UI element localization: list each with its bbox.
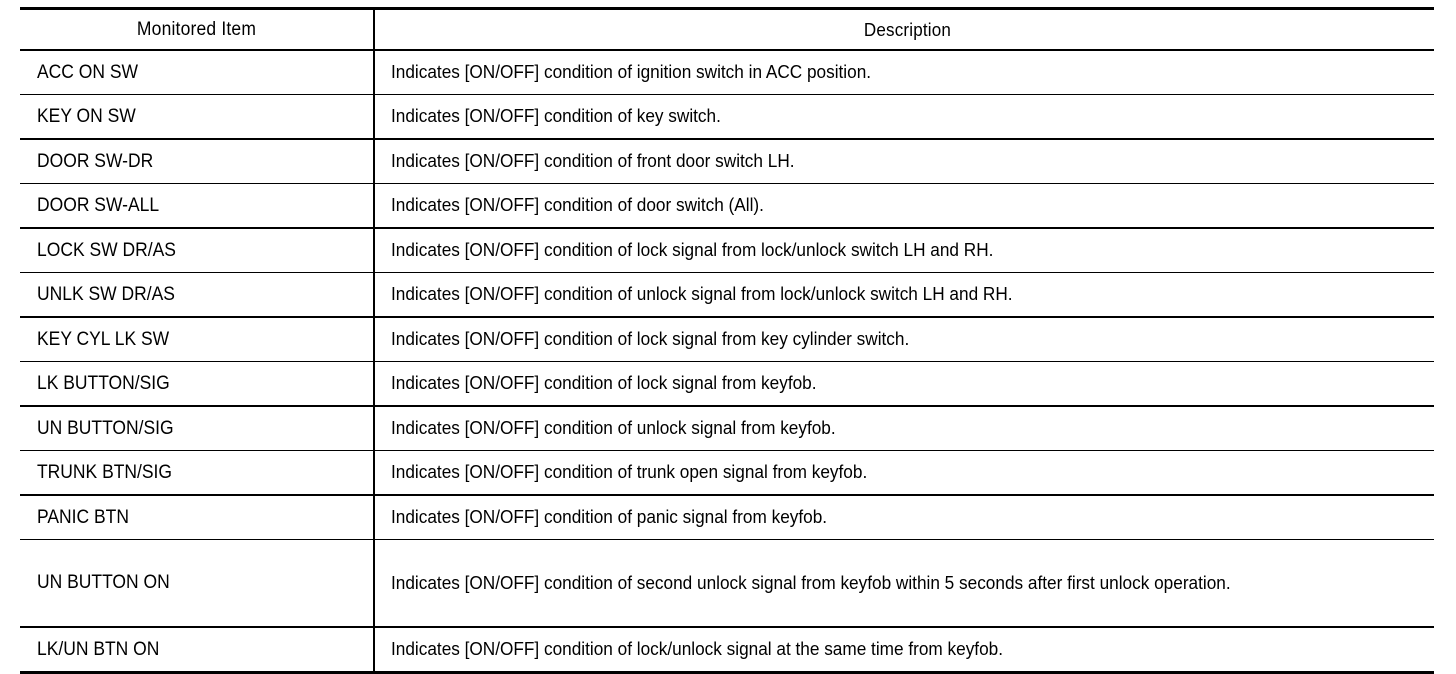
description-label: Indicates [ON/OFF] condition of lock sig… bbox=[391, 239, 994, 261]
monitored-item-label: UN BUTTON/SIG bbox=[37, 417, 174, 439]
cell-monitored-item: LK/UN BTN ON bbox=[20, 627, 374, 673]
monitored-item-label: DOOR SW-ALL bbox=[37, 194, 160, 216]
table-row: LK BUTTON/SIG Indicates [ON/OFF] conditi… bbox=[20, 361, 1434, 407]
cell-monitored-item: ACC ON SW bbox=[20, 50, 374, 95]
table-header-row: Monitored Item Description bbox=[20, 8, 1434, 51]
cell-description: Indicates [ON/OFF] condition of panic si… bbox=[373, 495, 1434, 540]
cell-description: Indicates [ON/OFF] condition of second u… bbox=[373, 539, 1434, 628]
cell-description: Indicates [ON/OFF] condition of lock sig… bbox=[373, 317, 1434, 362]
table-body: ACC ON SW Indicates [ON/OFF] condition o… bbox=[20, 50, 1434, 673]
monitored-item-label: DOOR SW-DR bbox=[37, 150, 154, 172]
cell-description: Indicates [ON/OFF] condition of door swi… bbox=[373, 183, 1434, 229]
description-label: Indicates [ON/OFF] condition of ignition… bbox=[391, 61, 872, 83]
table-row: DOOR SW-ALL Indicates [ON/OFF] condition… bbox=[20, 183, 1434, 229]
column-header-monitored-item: Monitored Item bbox=[20, 8, 374, 51]
description-label: Indicates [ON/OFF] condition of front do… bbox=[391, 150, 795, 172]
cell-description: Indicates [ON/OFF] condition of lock sig… bbox=[373, 228, 1434, 273]
description-label: Indicates [ON/OFF] condition of panic si… bbox=[391, 506, 828, 528]
cell-monitored-item: TRUNK BTN/SIG bbox=[20, 450, 374, 496]
monitored-item-label: ACC ON SW bbox=[37, 61, 138, 83]
table-header: Monitored Item Description bbox=[20, 8, 1434, 51]
monitored-item-table: Monitored Item Description ACC ON SW Ind… bbox=[20, 7, 1434, 674]
description-label: Indicates [ON/OFF] condition of unlock s… bbox=[391, 417, 836, 439]
cell-description: Indicates [ON/OFF] condition of lock/unl… bbox=[373, 627, 1434, 673]
table-row: UN BUTTON/SIG Indicates [ON/OFF] conditi… bbox=[20, 406, 1434, 451]
table-row: KEY CYL LK SW Indicates [ON/OFF] conditi… bbox=[20, 317, 1434, 362]
cell-monitored-item: PANIC BTN bbox=[20, 495, 374, 540]
description-label: Indicates [ON/OFF] condition of unlock s… bbox=[391, 283, 1013, 305]
cell-description: Indicates [ON/OFF] condition of key swit… bbox=[373, 94, 1434, 140]
table-row: LK/UN BTN ON Indicates [ON/OFF] conditio… bbox=[20, 627, 1434, 673]
description-label: Indicates [ON/OFF] condition of lock sig… bbox=[391, 328, 910, 350]
description-label: Indicates [ON/OFF] condition of trunk op… bbox=[391, 461, 868, 483]
cell-monitored-item: UN BUTTON ON bbox=[20, 539, 374, 628]
cell-monitored-item: DOOR SW-DR bbox=[20, 139, 374, 184]
cell-description: Indicates [ON/OFF] condition of lock sig… bbox=[373, 361, 1434, 407]
description-label: Indicates [ON/OFF] condition of door swi… bbox=[391, 194, 764, 216]
monitored-item-label: PANIC BTN bbox=[37, 506, 129, 528]
table-row: LOCK SW DR/AS Indicates [ON/OFF] conditi… bbox=[20, 228, 1434, 273]
cell-description: Indicates [ON/OFF] condition of trunk op… bbox=[373, 450, 1434, 496]
table-row: UNLK SW DR/AS Indicates [ON/OFF] conditi… bbox=[20, 272, 1434, 318]
monitored-item-label: KEY CYL LK SW bbox=[37, 328, 170, 350]
cell-monitored-item: KEY ON SW bbox=[20, 94, 374, 140]
table-row: KEY ON SW Indicates [ON/OFF] condition o… bbox=[20, 94, 1434, 140]
cell-monitored-item: UN BUTTON/SIG bbox=[20, 406, 374, 451]
monitored-item-label: UNLK SW DR/AS bbox=[37, 283, 175, 305]
cell-monitored-item: UNLK SW DR/AS bbox=[20, 272, 374, 318]
monitored-item-label: LK BUTTON/SIG bbox=[37, 372, 170, 394]
table-row: UN BUTTON ON Indicates [ON/OFF] conditio… bbox=[20, 539, 1434, 628]
table-row: DOOR SW-DR Indicates [ON/OFF] condition … bbox=[20, 139, 1434, 184]
cell-description: Indicates [ON/OFF] condition of ignition… bbox=[373, 50, 1434, 95]
cell-description: Indicates [ON/OFF] condition of front do… bbox=[373, 139, 1434, 184]
cell-description: Indicates [ON/OFF] condition of unlock s… bbox=[373, 272, 1434, 318]
description-label: Indicates [ON/OFF] condition of lock sig… bbox=[391, 372, 817, 394]
description-label: Indicates [ON/OFF] condition of second u… bbox=[391, 571, 1231, 593]
table-row: PANIC BTN Indicates [ON/OFF] condition o… bbox=[20, 495, 1434, 540]
monitored-item-label: LOCK SW DR/AS bbox=[37, 239, 176, 261]
table-row: ACC ON SW Indicates [ON/OFF] condition o… bbox=[20, 50, 1434, 95]
monitored-item-label: TRUNK BTN/SIG bbox=[37, 461, 172, 483]
cell-monitored-item: DOOR SW-ALL bbox=[20, 183, 374, 229]
cell-monitored-item: LOCK SW DR/AS bbox=[20, 228, 374, 273]
cell-description: Indicates [ON/OFF] condition of unlock s… bbox=[373, 406, 1434, 451]
column-header-description: Description bbox=[373, 8, 1434, 51]
monitored-item-label: UN BUTTON ON bbox=[37, 572, 170, 593]
description-label: Indicates [ON/OFF] condition of key swit… bbox=[391, 105, 721, 127]
column-header-monitored-item-label: Monitored Item bbox=[136, 18, 257, 40]
cell-monitored-item: LK BUTTON/SIG bbox=[20, 361, 374, 407]
cell-monitored-item: KEY CYL LK SW bbox=[20, 317, 374, 362]
monitored-item-label: KEY ON SW bbox=[37, 105, 136, 127]
description-label: Indicates [ON/OFF] condition of lock/unl… bbox=[391, 638, 1003, 660]
monitored-item-label: LK/UN BTN ON bbox=[37, 638, 160, 660]
monitored-item-table-container: Monitored Item Description ACC ON SW Ind… bbox=[20, 7, 1434, 674]
page-root: Monitored Item Description ACC ON SW Ind… bbox=[20, 7, 1434, 674]
table-row: TRUNK BTN/SIG Indicates [ON/OFF] conditi… bbox=[20, 450, 1434, 496]
column-header-description-label: Description bbox=[863, 18, 952, 40]
